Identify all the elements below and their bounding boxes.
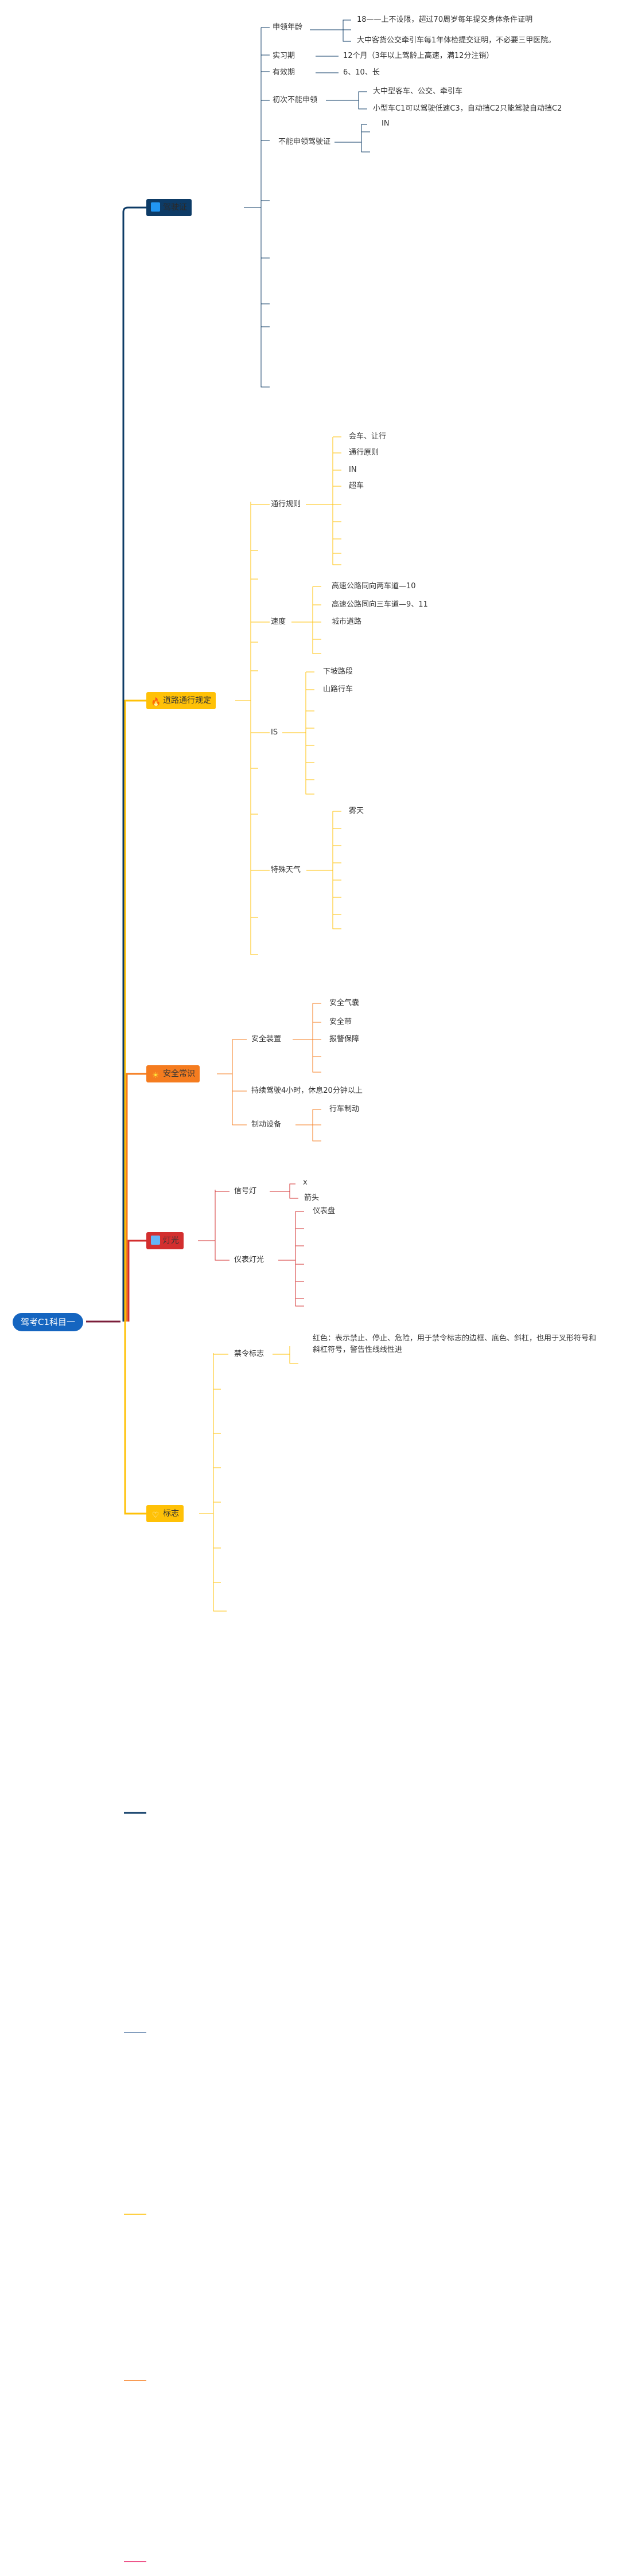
b1-c4-g1[interactable]: 大中型客车、公交、牵引车 — [373, 87, 463, 96]
square-icon — [151, 202, 160, 212]
trunk-line-b5 — [124, 1322, 146, 1515]
b1-c2-g1[interactable]: 12个月（3年以上驾龄上高速，满12分注销） — [343, 52, 494, 60]
b2-c3[interactable]: IS — [271, 728, 278, 737]
branch-2-node[interactable]: 🔥道路通行规定 — [146, 692, 216, 709]
b1-c2[interactable]: 实习期 — [273, 52, 295, 60]
b2-c2-g3[interactable]: 城市道路 — [332, 617, 362, 626]
b1-c4[interactable]: 初次不能申领 — [273, 96, 318, 104]
branch-5-label: 标志 — [163, 1509, 179, 1518]
b1-c3-g1[interactable]: 6、10、长 — [343, 68, 380, 77]
b2-c1[interactable]: 通行规则 — [271, 500, 301, 509]
b2-c2-g2[interactable]: 高速公路同向三车道—9、11 — [332, 600, 428, 609]
b3-c1[interactable]: 安全装置 — [251, 1035, 282, 1043]
b3-c3-g1[interactable]: 行车制动 — [329, 1105, 360, 1113]
b3-c1-g2[interactable]: 安全带 — [329, 1018, 352, 1026]
trunk-line-b1 — [122, 206, 146, 1322]
b5-c1[interactable]: 禁令标志 — [234, 1350, 265, 1358]
branch-1-lines — [244, 19, 370, 388]
b3-c1-g1[interactable]: 安全气囊 — [329, 999, 360, 1007]
branch-1-label: 驾驶证 — [163, 203, 187, 212]
trunk-line-b3 — [126, 1073, 146, 1322]
sun-icon: ☀ — [151, 1071, 160, 1080]
branch-2-label: 道路通行规定 — [163, 696, 211, 705]
trunk-line-b4 — [127, 1240, 146, 1322]
b1-c1-g2[interactable]: 大中客货公交牵引车每1年体检提交证明，不必要三甲医院。 — [357, 36, 556, 45]
b3-c3[interactable]: 制动设备 — [251, 1120, 282, 1129]
b2-c4[interactable]: 特殊天气 — [271, 866, 301, 874]
b1-c5[interactable]: 不能申领驾驶证 — [278, 138, 331, 146]
b4-c2[interactable]: 仪表灯光 — [234, 1256, 265, 1264]
b1-c1[interactable]: 申领年龄 — [273, 23, 303, 32]
branch-3-label: 安全常识 — [163, 1069, 195, 1078]
b1-c5-g1[interactable]: IN — [382, 119, 390, 128]
branch-5-lines — [199, 1346, 298, 1612]
branch-3-node[interactable]: ☀安全常识 — [146, 1065, 200, 1082]
branch-4-lines — [198, 1183, 304, 1307]
fire-icon: 🔥 — [151, 698, 161, 707]
branch-1-node[interactable]: 驾驶证 — [146, 199, 192, 216]
root-label: 驾考C1科目一 — [21, 1317, 76, 1327]
b3-c2[interactable]: 持续驾驶4小时，休息20分钟以上 — [251, 1086, 363, 1095]
b1-c3[interactable]: 有效期 — [273, 68, 295, 77]
b5-c1-g1[interactable]: 红色：表示禁止、停止、危险，用于禁令标志的边框、底色、斜杠，也用于叉形符号和斜杠… — [313, 1334, 597, 1354]
branch-4-label: 灯光 — [163, 1236, 179, 1245]
b1-c4-g2[interactable]: 小型车C1可以驾驶低速C3，自动挡C2只能驾驶自动挡C2 — [373, 104, 562, 113]
b2-c3-g1[interactable]: 下坡路段 — [323, 667, 353, 676]
b2-c2[interactable]: 速度 — [271, 617, 286, 626]
b2-c1-g1[interactable]: 会车、让行 — [349, 432, 387, 441]
branch-4-node[interactable]: 灯光 — [146, 1232, 184, 1249]
b2-c1-g4[interactable]: 超车 — [349, 482, 364, 490]
b2-c3-g2[interactable]: 山路行车 — [323, 685, 353, 694]
branch-2-lines — [235, 436, 341, 955]
b4-c1[interactable]: 信号灯 — [234, 1187, 257, 1195]
trunk-line-b2 — [124, 699, 146, 1322]
b4-c2-g1[interactable]: 仪表盘 — [313, 1207, 336, 1215]
b4-c1-g2[interactable]: 箭头 — [304, 1194, 320, 1202]
b4-c1-g1[interactable]: x — [303, 1178, 308, 1187]
b2-c2-g1[interactable]: 高速公路同向两车道—10 — [332, 582, 416, 591]
square-icon — [151, 1236, 160, 1245]
root-node[interactable]: 驾考C1科目一 — [13, 1313, 84, 1331]
branch-5-node[interactable]: ♡标志 — [146, 1505, 184, 1522]
heart-icon: ♡ — [151, 1511, 160, 1520]
b2-c4-g1[interactable]: 雾天 — [349, 807, 364, 815]
b1-c1-g1[interactable]: 18——上不设限，超过70周岁每年提交身体条件证明 — [357, 15, 533, 24]
b2-c1-g2[interactable]: 通行原则 — [349, 448, 379, 457]
b3-c1-g3[interactable]: 报警保障 — [329, 1035, 360, 1043]
branch-3-lines — [217, 1003, 321, 1142]
b2-c1-g3[interactable]: IN — [349, 466, 357, 474]
